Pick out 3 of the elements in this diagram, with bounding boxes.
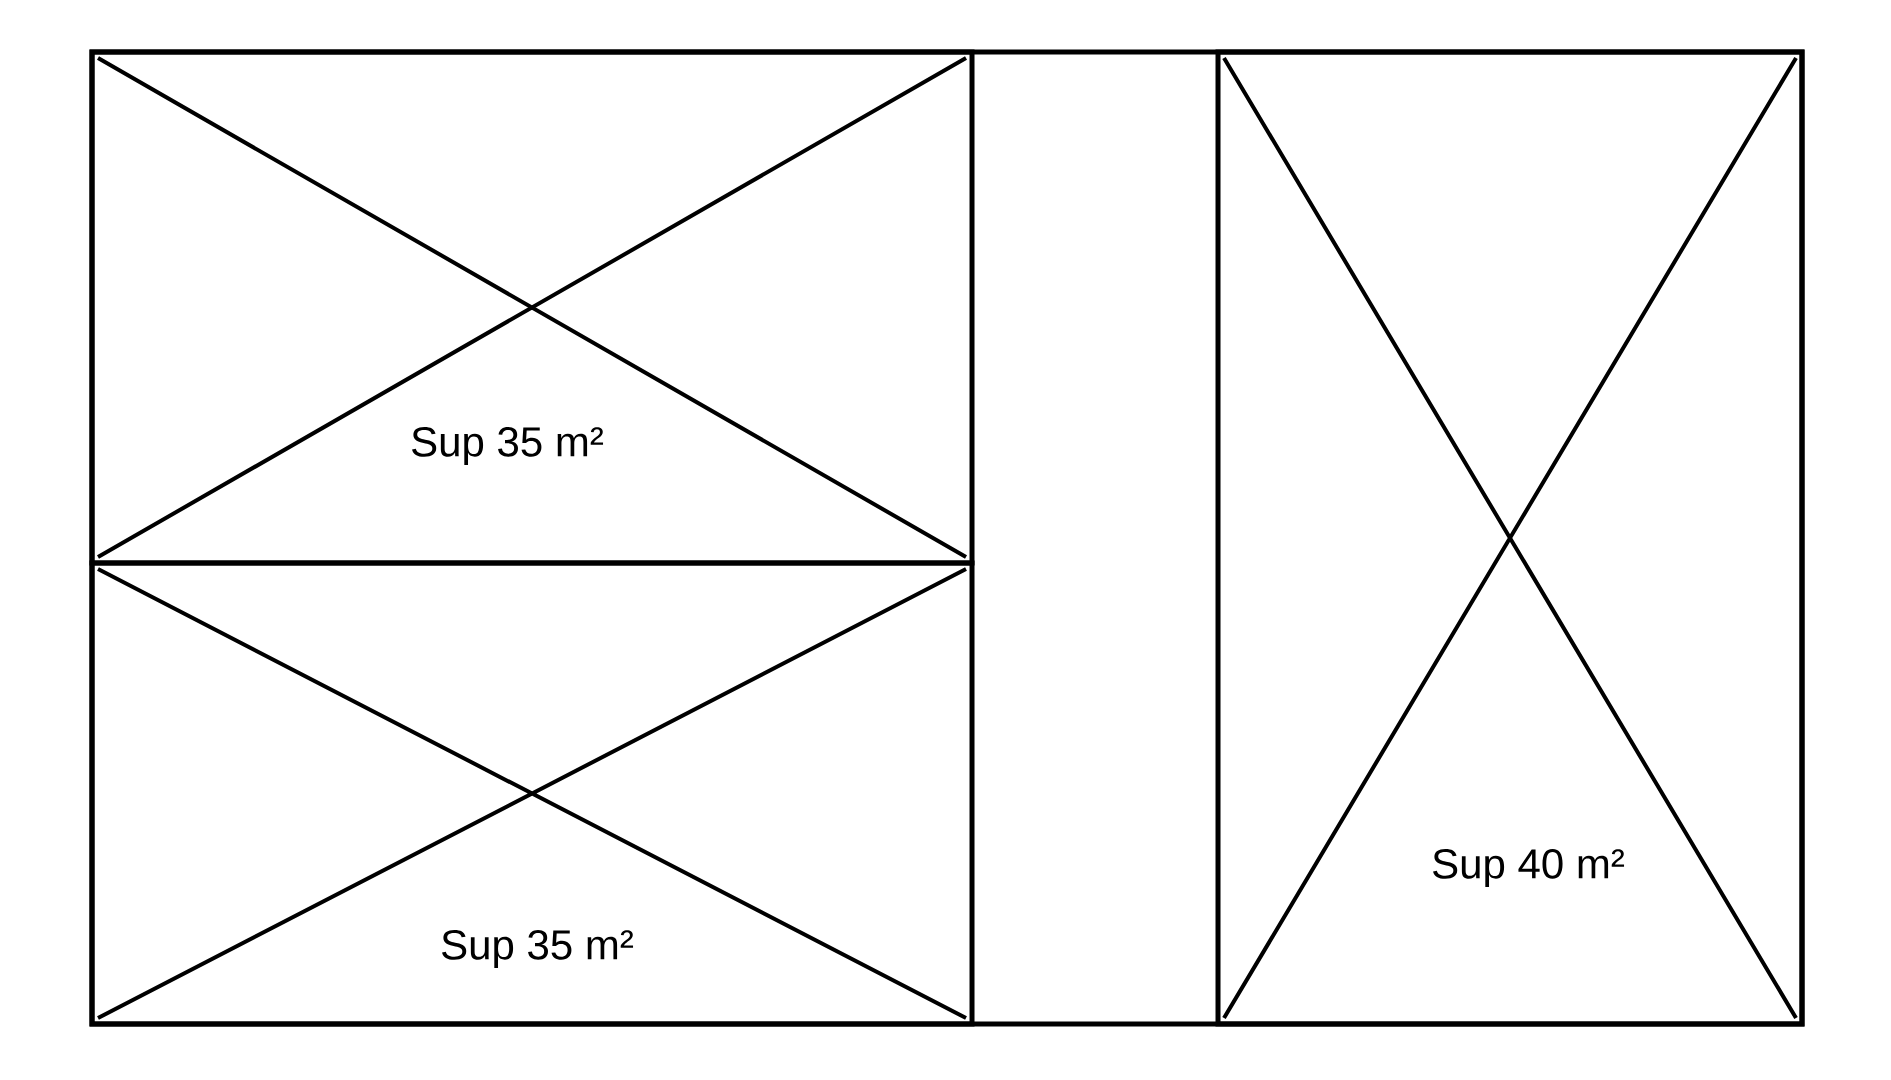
room: Sup 35 m² [89, 560, 975, 1027]
room: Sup 40 m² [1215, 49, 1805, 1027]
room: Sup 35 m² [89, 49, 975, 566]
